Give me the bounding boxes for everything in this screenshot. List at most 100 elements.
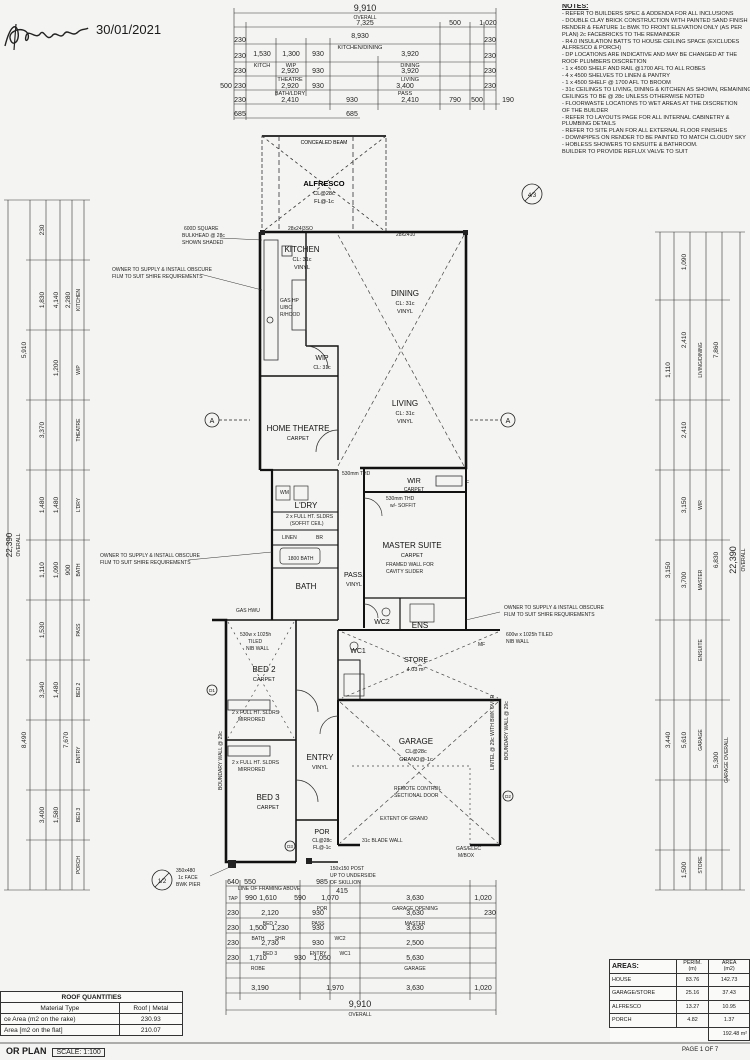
note-line: ALFRESCO & PORCH)	[562, 45, 622, 52]
dimension-label: 550	[244, 879, 256, 886]
dimension-label: THEATRE	[76, 418, 82, 442]
dimension-label: GRANO@-1c	[399, 757, 433, 763]
dimension-label: VINYL	[346, 582, 362, 588]
dimension-label: BOUNDARY WALL @ 29c	[218, 731, 224, 790]
dimension-label: 190	[502, 97, 514, 104]
dimension-label: 230	[484, 53, 496, 60]
dimension-label: 5,300	[713, 751, 720, 768]
dimension-label: CONCEALED BEAM	[301, 140, 348, 146]
dimension-label: FL@-1c	[314, 199, 334, 205]
dimension-label: 31c BLADE WALL	[362, 838, 403, 844]
dimension-label: 590	[294, 895, 306, 902]
dimension-label: WC1	[339, 951, 350, 957]
dimension-label: 7,670	[63, 731, 70, 748]
dimension-label: U/BO	[280, 305, 292, 311]
dimension-label: 1,530	[253, 51, 271, 58]
room-entry: ENTRY	[307, 753, 335, 762]
dimension-label: 5,910	[21, 341, 28, 358]
dimension-label: 500	[471, 97, 483, 104]
room-bath: BATH	[296, 582, 317, 591]
room-dining: DINING	[391, 289, 419, 298]
dimension-label: F	[466, 480, 469, 486]
dimension-label: GAS HWU	[236, 608, 260, 614]
leaders	[187, 237, 501, 877]
dimension-label: 1,230	[271, 925, 289, 932]
dimension-label: 530mm THD	[342, 471, 371, 477]
dimension-label: CL@28c	[405, 749, 427, 755]
dimension-label: 4.03 m²	[407, 667, 426, 673]
dimension-label: 685	[346, 111, 358, 118]
room-alfresco: ALFRESCO	[303, 179, 344, 188]
doors	[295, 345, 383, 803]
dimension-label: 1,500	[681, 861, 688, 878]
dimension-label: VINYL	[397, 419, 413, 425]
room-wir: WIR	[407, 478, 421, 485]
dimension-label: 230	[234, 68, 246, 75]
note-line: PLAN) 2c FACEBRICKS TO THE REMAINDER	[562, 31, 680, 38]
dimension-label: VINYL	[312, 765, 328, 771]
dimension-label: 1,710	[249, 955, 267, 962]
dimension-label: BATH/LDRY	[275, 91, 306, 97]
dimension-label: NIB WALL	[246, 646, 269, 652]
dimension-label: 600w x 1025h TILED	[506, 632, 553, 638]
section-markers	[151, 183, 543, 891]
notes-panel: NOTES: - REFER TO BUILDERS SPEC & ADDEND…	[562, 4, 750, 156]
dimension-label: 930	[346, 97, 358, 104]
dimension-label: 230	[484, 68, 496, 75]
dimension-label: 500	[449, 20, 461, 27]
note-line: - DOWNPIPES ON RENDER TO BE PAINTED TO M…	[562, 135, 746, 142]
note-line: - 31c CEILINGS TO LIVING, DINING & KITCH…	[562, 86, 750, 93]
dimension-label: 2,920	[281, 68, 299, 75]
dimension-label: 2,410	[401, 97, 419, 104]
dimension-label: 28x2410	[396, 232, 415, 238]
note-line: - HOBLESS SHOWERS TO ENSUITE & BATHROOM.	[562, 142, 698, 149]
dimension-label: OWNER TO SUPPLY & INSTALL OBSCURE	[112, 267, 213, 273]
kitchen-bench	[263, 239, 307, 361]
dimension-label: MF	[478, 642, 485, 648]
dimension-label: 1,020	[479, 20, 497, 27]
right-dimension-text: 22,390 OVERALL 1,090 2,410 7,860 1,110 2…	[665, 253, 747, 878]
dimension-label: (SOFFIT CEIL)	[290, 521, 324, 527]
dimension-label: 3,700	[681, 571, 688, 588]
dimension-label: OVERALL	[16, 533, 22, 556]
areas-title: AREAS:	[609, 959, 677, 973]
dimension-label: EXTENT OF GRANO	[380, 816, 428, 822]
right-dimensions	[655, 231, 745, 891]
room-bed2: BED 2	[252, 665, 276, 674]
dimension-label: 1,090	[681, 253, 688, 270]
dimension-label: 1,020	[474, 985, 492, 992]
dimension-label: SECTIONAL DOOR	[394, 793, 439, 799]
dimension-label: 3,630	[406, 985, 424, 992]
dimension-label: 1,610	[259, 895, 277, 902]
dimension-label: 3,370	[39, 421, 46, 438]
dimension-label: BED 3	[76, 808, 82, 823]
dimension-label: 1,110	[39, 562, 46, 578]
dimension-label: 640	[227, 879, 239, 886]
dimension-label: GARAGE	[698, 729, 704, 751]
room-master-suite: MASTER SUITE	[382, 541, 441, 550]
note-line: - 4 x 4500 SHELVES TO LINEN & PANTRY	[562, 73, 670, 80]
dimension-label: GAS HP	[280, 298, 300, 304]
section-ref-bottom: 1/2	[158, 879, 167, 885]
dimension-label: BED 3	[263, 951, 278, 957]
dimension-label: 3,440	[665, 731, 672, 748]
dimension-label: 2,730	[261, 940, 279, 947]
dimension-label: VINYL	[294, 265, 310, 271]
dimension-label: LIVING	[401, 77, 419, 83]
dimension-label: MIRRORED	[238, 717, 266, 723]
dimension-label: 930	[312, 940, 324, 947]
room-labels: KITCHEN CL: 31c VINYL DINING CL: 31c VIN…	[252, 245, 441, 851]
dimension-label: CL: 31c	[293, 257, 312, 263]
dimension-label: BR	[316, 535, 323, 541]
dimension-label: 2,120	[261, 910, 279, 917]
top-dimension-text: 9,910 OVERALL 7,325 500 1,020 230 8,930 …	[220, 3, 514, 118]
table-row: PORCH 4.82 1.37	[609, 1013, 750, 1028]
dimension-label: CL@28c	[313, 191, 335, 197]
dimension-label: PASS	[312, 921, 326, 927]
dimension-label: CL: 31c	[396, 411, 415, 417]
dimension-label: 530mm THD	[386, 496, 415, 502]
dimension-label: 930	[312, 83, 324, 90]
posts	[228, 230, 468, 868]
dimension-label: BATH	[252, 936, 265, 942]
note-line: - 1 x 4500 SHELF AND RAIL @1700 AFL TO A…	[562, 66, 706, 73]
